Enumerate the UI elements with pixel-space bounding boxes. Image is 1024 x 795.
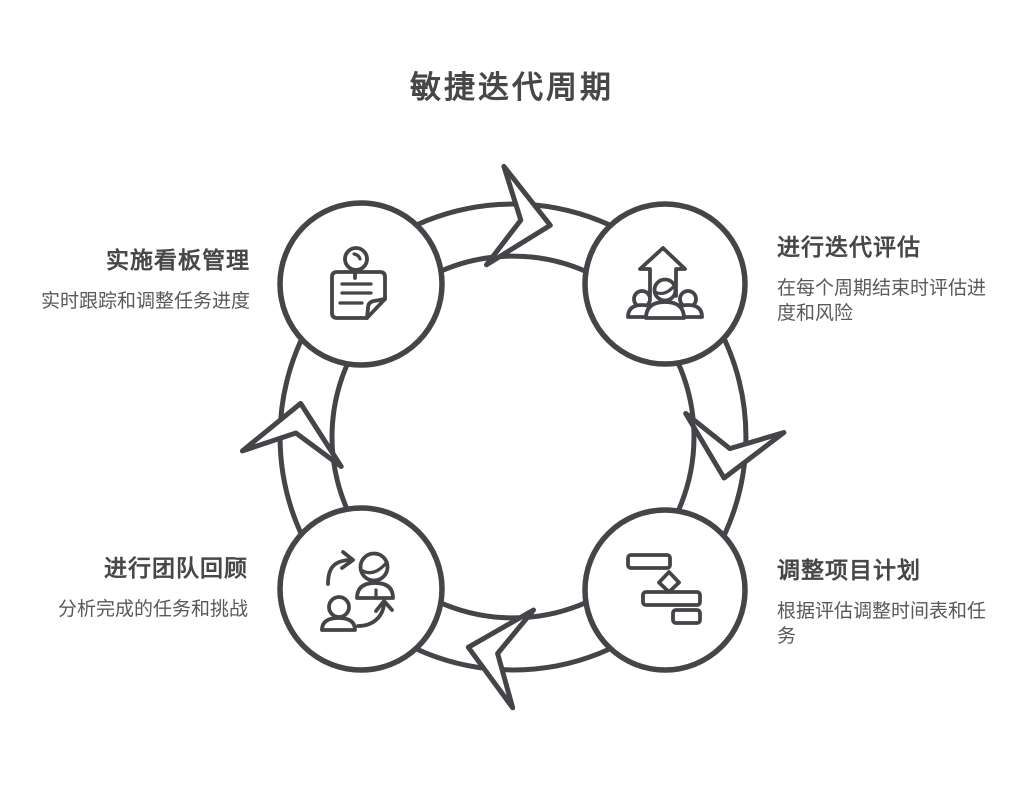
exchange-arrow-top — [326, 558, 351, 586]
exchange-arrow-top-head — [340, 550, 355, 570]
pinned-note-icon — [330, 246, 387, 320]
arrowhead-left-icon — [465, 607, 536, 711]
pin-glint — [352, 252, 362, 261]
person-center-hair — [653, 283, 677, 296]
gantt-bar-1 — [626, 553, 672, 570]
node-title: 实施看板管理 — [106, 248, 250, 273]
note-outline — [330, 270, 387, 320]
gantt-bar-2 — [641, 590, 702, 607]
pin-head — [343, 246, 369, 272]
exchange-arrow-bottom-head — [374, 599, 394, 613]
person-center-body — [644, 300, 686, 320]
person-small-body — [320, 616, 357, 632]
node-description: 在每个周期结束时评估进度和风险 — [777, 278, 987, 324]
node-label-kanban: 实施看板管理 实时跟踪和调整任务进度 — [41, 245, 250, 314]
node-description: 根据评估调整时间表和任务 — [777, 601, 987, 647]
arrowhead-top-right-icon — [484, 163, 553, 268]
arrowhead-up-icon — [239, 400, 344, 469]
node-title: 进行迭代评估 — [777, 235, 921, 260]
gantt-chart-icon — [626, 553, 702, 625]
cycle-arrowheads — [239, 163, 787, 711]
node-description: 分析完成的任务和挑战 — [57, 599, 248, 620]
node-title: 进行团队回顾 — [104, 556, 248, 581]
node-title: 调整项目计划 — [777, 558, 921, 583]
node-description: 实时跟踪和调整任务进度 — [40, 291, 250, 312]
person-big-hair — [359, 560, 389, 575]
page-title: 敏捷迭代周期 — [410, 70, 614, 105]
person-small-head — [327, 595, 351, 619]
arrowhead-down-icon — [683, 411, 787, 481]
note-fold — [365, 297, 387, 320]
people-exchange-icon — [320, 550, 395, 632]
node-label-plan-adjust: 调整项目计划 根据评估调整时间表和任务 — [777, 555, 999, 649]
growth-arrow — [638, 246, 687, 298]
node-label-assessment: 进行迭代评估 在每个周期结束时评估进度和风险 — [777, 232, 999, 326]
exchange-arrow-bottom — [356, 603, 386, 628]
gantt-bar-3 — [671, 608, 702, 625]
team-growth-icon — [626, 246, 704, 320]
node-label-retrospective: 进行团队回顾 分析完成的任务和挑战 — [58, 553, 248, 622]
